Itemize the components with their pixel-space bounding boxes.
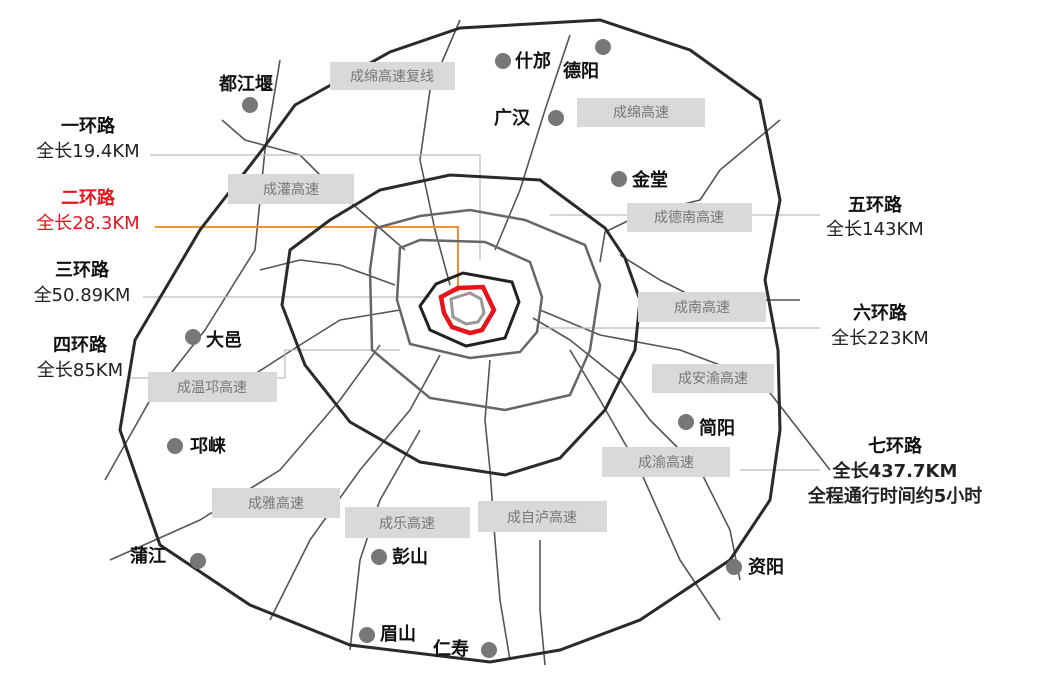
svg-text:成德南高速: 成德南高速 (654, 209, 724, 226)
ring-1 (449, 291, 486, 326)
ring-2 (438, 284, 497, 336)
svg-text:成乐高速: 成乐高速 (379, 515, 435, 532)
svg-text:全长19.4KM: 全长19.4KM (36, 141, 139, 162)
svg-text:成绵高速复线: 成绵高速复线 (350, 68, 434, 85)
svg-text:眉山: 眉山 (380, 624, 416, 645)
city-marker (495, 53, 511, 69)
svg-text:二环路: 二环路 (61, 187, 116, 209)
svg-text:金堂: 金堂 (631, 169, 668, 191)
svg-text:成渝高速: 成渝高速 (638, 454, 694, 471)
svg-text:五环路: 五环路 (848, 194, 903, 216)
highway-label: 成乐高速 (345, 507, 470, 538)
svg-text:一环路: 一环路 (61, 115, 116, 137)
svg-text:邛崃: 邛崃 (190, 436, 226, 457)
svg-text:全长223KM: 全长223KM (831, 328, 929, 349)
cities: 都江堰 什邡 德阳 广汉 金堂 大邑 邛崃 蒲江 彭山 眉山 仁寿 简阳 资阳 (130, 39, 784, 660)
ring-4 (395, 238, 544, 360)
svg-text:大邑: 大邑 (206, 329, 242, 351)
city-marker (190, 553, 206, 569)
city-marker (359, 627, 375, 643)
svg-text:成灌高速: 成灌高速 (263, 181, 319, 198)
highway-label: 成灌高速 (228, 174, 354, 204)
ring-3 (418, 271, 521, 348)
svg-text:全程通行时间约5小时: 全程通行时间约5小时 (807, 485, 983, 507)
ring-6 (280, 173, 642, 477)
highway-labels: 成绵高速复线 成绵高速 成灌高速 成德南高速 成南高速 成安渝高速 成温邛高速 … (148, 62, 774, 538)
svg-text:仁寿: 仁寿 (433, 638, 469, 660)
rings (118, 18, 782, 664)
highway-label: 成绵高速 (577, 98, 705, 127)
highway-label: 成温邛高速 (148, 372, 277, 402)
svg-text:简阳: 简阳 (699, 417, 735, 439)
ring-7 (118, 18, 782, 664)
highway-label: 成德南高速 (627, 203, 752, 232)
city-marker (678, 414, 694, 430)
svg-text:全50.89KM: 全50.89KM (34, 285, 131, 306)
city-marker (726, 559, 742, 575)
svg-text:成雅高速: 成雅高速 (248, 495, 304, 512)
highway-label: 成雅高速 (212, 488, 340, 518)
ring-labels: 一环路 全长19.4KM 二环路 全长28.3KM 三环路 全50.89KM 四… (34, 115, 983, 507)
highway-label: 成南高速 (638, 292, 766, 322)
svg-text:成绵高速: 成绵高速 (613, 104, 669, 121)
svg-text:全长437.7KM: 全长437.7KM (832, 460, 958, 482)
city-marker (611, 171, 627, 187)
svg-text:三环路: 三环路 (55, 259, 110, 281)
city-marker (371, 549, 387, 565)
svg-text:彭山: 彭山 (392, 546, 428, 568)
svg-text:六环路: 六环路 (853, 302, 908, 324)
svg-text:成自泸高速: 成自泸高速 (507, 509, 577, 526)
svg-text:蒲江: 蒲江 (130, 546, 166, 567)
ring2-leader-line (155, 226, 459, 292)
svg-text:四环路: 四环路 (53, 334, 108, 356)
svg-text:资阳: 资阳 (748, 556, 784, 578)
svg-text:成南高速: 成南高速 (674, 299, 730, 316)
svg-text:全长28.3KM: 全长28.3KM (36, 213, 139, 234)
highway-label: 成安渝高速 (652, 364, 774, 393)
city-marker (481, 642, 497, 658)
svg-text:成安渝高速: 成安渝高速 (678, 370, 748, 387)
highway-label: 成自泸高速 (478, 501, 607, 532)
svg-text:广汉: 广汉 (494, 107, 531, 129)
svg-text:七环路: 七环路 (868, 435, 923, 457)
svg-text:德阳: 德阳 (563, 60, 599, 82)
svg-text:全长85KM: 全长85KM (37, 360, 123, 381)
city-marker (595, 39, 611, 55)
svg-text:成温邛高速: 成温邛高速 (177, 379, 247, 396)
svg-text:全长143KM: 全长143KM (826, 219, 924, 240)
city-marker (185, 329, 201, 345)
city-marker (548, 110, 564, 126)
svg-text:什邡: 什邡 (515, 50, 551, 72)
highway-label: 成渝高速 (602, 447, 730, 477)
city-marker (167, 438, 183, 454)
city-marker (242, 97, 258, 113)
ring-5 (368, 208, 602, 412)
highway-label: 成绵高速复线 (330, 62, 455, 90)
svg-text:都江堰: 都江堰 (218, 74, 273, 95)
